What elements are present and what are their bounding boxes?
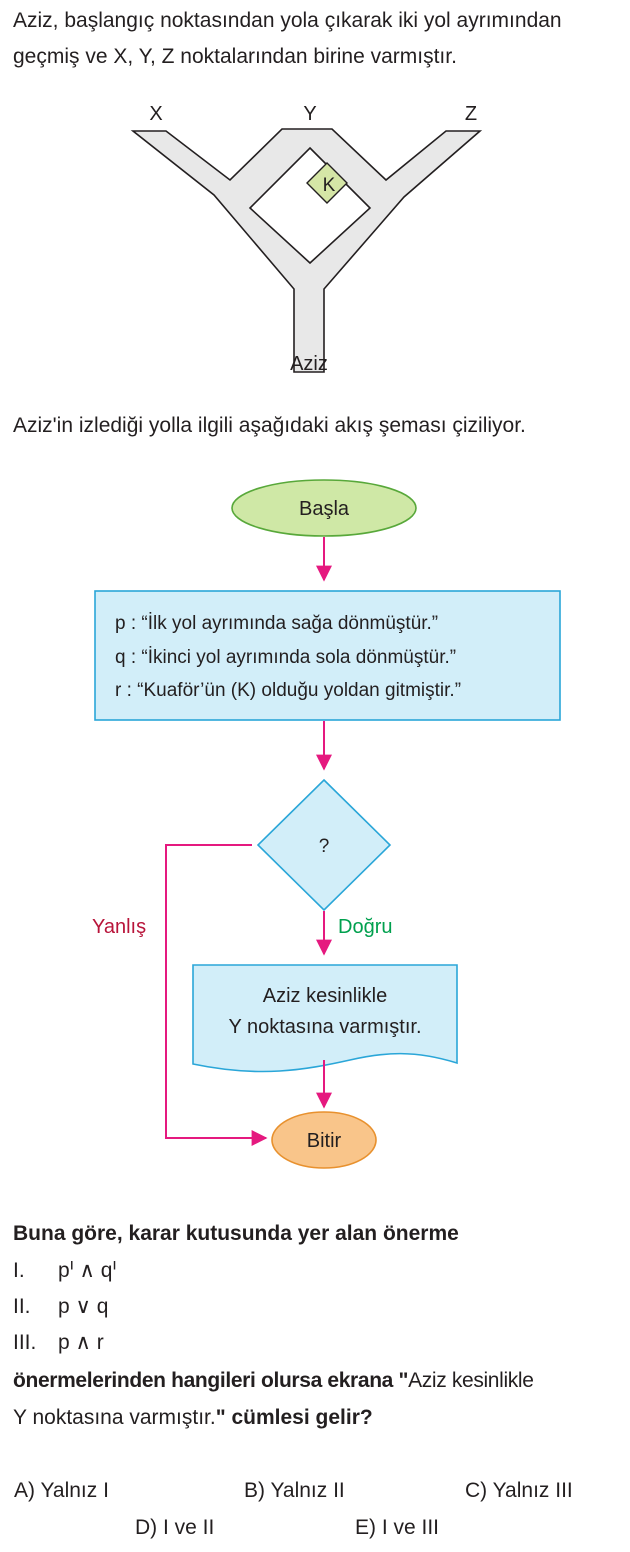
decision-diamond — [256, 778, 392, 912]
label-aziz: Aziz — [290, 353, 328, 375]
end-terminal — [271, 1111, 377, 1169]
option-e[interactable]: E) I ve III — [355, 1516, 440, 1539]
kuafor-marker — [306, 162, 348, 204]
road-network — [130, 128, 483, 373]
output-document — [192, 964, 458, 1073]
flow-intro: Aziz'in izlediği yolla ilgili aşağıdaki … — [13, 414, 526, 437]
option-c[interactable]: C) Yalnız III — [465, 1479, 573, 1502]
question-stem: Buna göre, karar kutusunda yer alan öner… — [13, 1222, 459, 1245]
option-d[interactable]: D) I ve II — [135, 1516, 215, 1539]
question-tail-line-2: Y noktasına varmıştır." cümlesi gelir? — [13, 1403, 373, 1433]
statement-p: p : “İlk yol ayrımında sağa dönmüştür.” — [115, 613, 438, 634]
option-b[interactable]: B) Yalnız II — [244, 1479, 345, 1502]
start-terminal — [231, 479, 417, 537]
item-1-expr: pᑊ ∧ qᑊ — [58, 1259, 117, 1282]
tail-normal-1: Aziz kesinlikle — [408, 1369, 534, 1392]
false-label: Yanlış — [92, 916, 146, 938]
option-a[interactable]: A) Yalnız I — [14, 1479, 109, 1502]
intro-line-1: Aziz, başlangıç noktasından yola çıkarak… — [13, 9, 562, 32]
statement-q: q : “İkinci yol ayrımında sola dönmüştür… — [115, 647, 456, 668]
tail-normal-2: Y noktasına varmıştır. — [13, 1406, 216, 1429]
kuafor-k: K — [306, 162, 348, 204]
label-x: X — [149, 103, 162, 125]
item-2-expr: p ∨ q — [58, 1295, 109, 1318]
item-3-expr: p ∧ r — [58, 1331, 104, 1354]
decision-label: ? — [319, 836, 330, 857]
label-y: Y — [303, 103, 316, 125]
intro-line-2: geçmiş ve X, Y, Z noktalarından birine v… — [13, 45, 457, 68]
end-label: Bitir — [307, 1130, 342, 1152]
item-3-num: III. — [13, 1331, 37, 1354]
output-line-1: Aziz kesinlikle — [263, 985, 387, 1007]
process-box — [94, 590, 561, 721]
tail-bold-2: " cümlesi gelir? — [215, 1406, 373, 1429]
road-map: K X Y Z Aziz — [130, 103, 483, 375]
tail-bold-1: önermelerinden hangileri olursa ekrana " — [13, 1369, 409, 1392]
inner-block — [248, 146, 372, 265]
item-1-num: I. — [13, 1259, 25, 1282]
label-z: Z — [465, 103, 477, 125]
item-2-num: II. — [13, 1295, 31, 1318]
arrow-false-branch — [165, 844, 268, 1146]
true-label: Doğru — [338, 916, 392, 938]
statement-r: r : “Kuaför’ün (K) olduğu yoldan gitmişt… — [115, 680, 461, 701]
label-k: K — [323, 175, 336, 196]
start-label: Başla — [299, 498, 350, 520]
question-tail-line-1: önermelerinden hangileri olursa ekrana "… — [13, 1366, 534, 1396]
output-line-2: Y noktasına varmıştır. — [228, 1016, 421, 1038]
